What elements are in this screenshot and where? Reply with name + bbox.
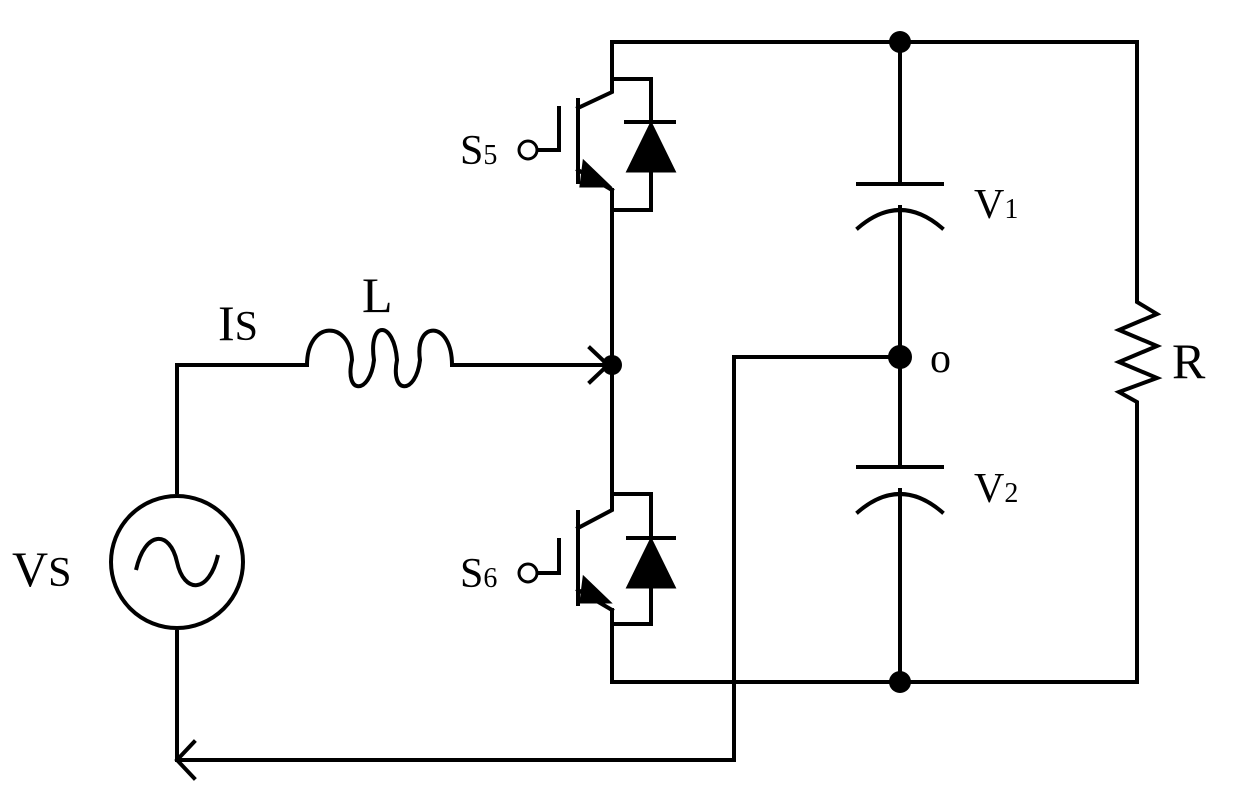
- emitter-arrow-s5: [579, 158, 613, 188]
- sine-wave-icon: [134, 537, 220, 588]
- arrow-return-current: [174, 739, 197, 781]
- igbt-s6: [517, 492, 677, 626]
- junction-midpoint: [888, 345, 912, 369]
- diode-s6: [625, 536, 677, 589]
- label-load-resistor: R: [1172, 333, 1206, 389]
- label-capacitor-v2: V2: [974, 466, 1018, 512]
- label-inductor: L: [362, 267, 393, 323]
- capacitor-v1: [855, 182, 945, 231]
- wire-source-return: [175, 355, 902, 762]
- wire-source-to-inductor: [175, 363, 309, 494]
- gate-terminal-s5: [517, 139, 539, 161]
- wire-bottom-rail: [610, 416, 1139, 684]
- capacitor-v2: [855, 465, 945, 515]
- label-switch-s5: S5: [460, 128, 497, 174]
- wires: [175, 40, 1139, 762]
- arrow-input-current: [587, 345, 611, 385]
- inductor-coil: [304, 328, 455, 389]
- ac-source: [109, 494, 245, 630]
- junction-top: [889, 31, 911, 53]
- label-source-current: IS: [218, 295, 258, 351]
- diode-s5: [625, 120, 677, 173]
- label-capacitor-v1: V1: [974, 182, 1018, 228]
- junction-bottom: [889, 671, 911, 693]
- igbt-s5: [517, 77, 677, 212]
- junction-switch-leg: [602, 355, 622, 375]
- label-source: VS: [12, 541, 71, 597]
- label-switch-s6: S6: [460, 551, 497, 597]
- wire-top-rail: [610, 40, 1139, 192]
- load-resistor: [1113, 188, 1163, 420]
- emitter-arrow-s6: [579, 574, 613, 604]
- gate-terminal-s6: [517, 562, 539, 584]
- label-midpoint: o: [930, 336, 951, 382]
